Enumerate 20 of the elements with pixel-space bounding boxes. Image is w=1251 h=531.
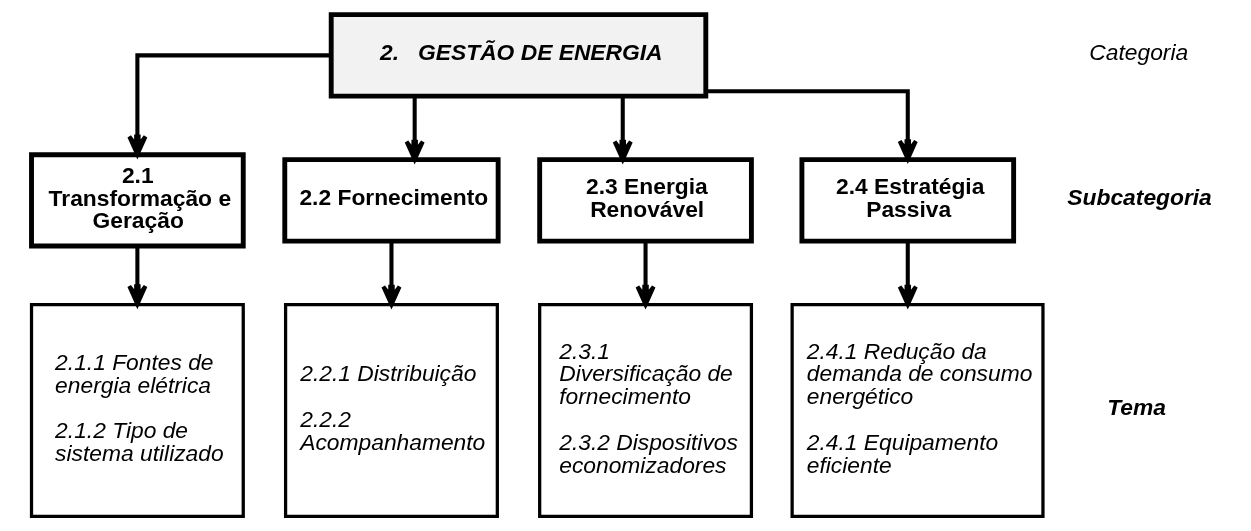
arrow <box>126 53 331 157</box>
node-box: 2.1 Transformação e Geração <box>28 152 246 249</box>
node-box: 2.4 Estratégia Passiva <box>798 157 1016 244</box>
arrow <box>404 96 425 162</box>
node-box: 2.2.1 Distribuição 2.2.2 Acompanhamento <box>283 302 499 518</box>
arrow <box>897 241 918 307</box>
node-box: 2.2 Fornecimento <box>281 157 501 244</box>
arrow <box>634 241 656 307</box>
label: Categoria <box>1088 38 1188 65</box>
label: Subcategoria <box>1066 183 1212 210</box>
arrow <box>126 246 147 307</box>
arrow <box>380 241 402 307</box>
node-box: 2.4.1 Redução da demanda de consumo energético 2.4.1 Equipamento eficiente <box>790 302 1045 518</box>
node-box: 2.3 Energia Renovável <box>536 157 754 244</box>
arrow <box>705 89 918 162</box>
node-box: 2. GESTÃO DE ENERGIA <box>328 12 708 99</box>
label: Tema <box>1106 393 1166 420</box>
arrow <box>612 96 633 162</box>
node-box: 2.1.1 Fontes de energia elétrica 2.1.2 Tipo de sistema utilizado <box>29 302 245 518</box>
node-box: 2.3.1 Diversificação de fornecimento 2.3.2 Dispositivos economizadores <box>537 302 753 518</box>
